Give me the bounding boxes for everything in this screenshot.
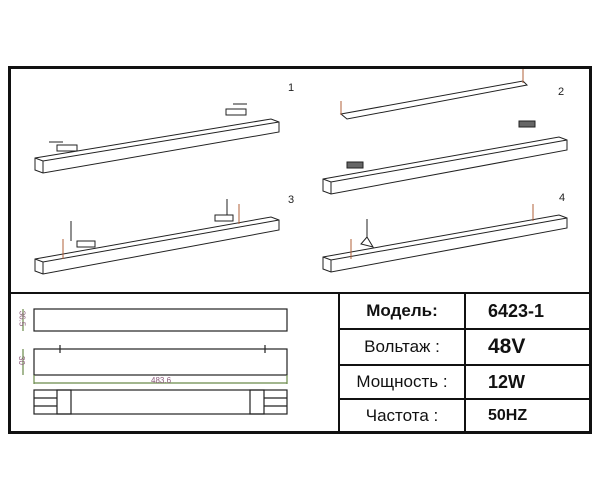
step-number: 4 — [559, 192, 566, 204]
spec-label: Модель: — [340, 294, 466, 328]
step-4-drawing — [322, 204, 568, 273]
spec-row-power: Мощность : 12W — [340, 366, 589, 400]
side-view — [33, 348, 288, 376]
spec-value: 12W — [488, 371, 526, 392]
spec-row-frequency: Частота : 50HZ — [340, 400, 589, 431]
dimension-views — [22, 308, 288, 415]
top-view — [33, 308, 288, 332]
spec-table: Модель: 6423-1 Вольтаж : 48V Мощность : … — [340, 294, 589, 431]
step-number: 3 — [288, 194, 295, 206]
step-3-drawing — [34, 199, 280, 275]
spec-value: 6423-1 — [488, 300, 545, 321]
dimension-length: 483.6 — [151, 376, 172, 385]
step-number: 2 — [558, 86, 564, 98]
spec-label: Частота : — [340, 400, 466, 431]
spec-value: 48V — [488, 335, 526, 358]
bottom-view — [33, 389, 288, 415]
step-number: 1 — [288, 82, 295, 94]
spec-row-voltage: Вольтаж : 48V — [340, 330, 589, 366]
spec-value: 50HZ — [488, 406, 528, 424]
spec-label: Мощность : — [340, 366, 466, 398]
step-1-drawing — [34, 103, 280, 174]
step-2-drawing: 2 — [322, 69, 568, 195]
dimension-height-side: 30 — [16, 356, 26, 365]
spec-sheet: 2 1 3 4 — [8, 66, 592, 434]
dimension-height-top: 36.5 — [17, 310, 27, 327]
installation-steps: 2 1 3 4 — [11, 69, 589, 294]
installation-drawings: 2 — [34, 69, 568, 275]
dimension-drawings: 36.5 30 483.6 — [11, 294, 340, 431]
spec-row-model: Модель: 6423-1 — [340, 294, 589, 330]
spec-label: Вольтаж : — [340, 330, 466, 364]
